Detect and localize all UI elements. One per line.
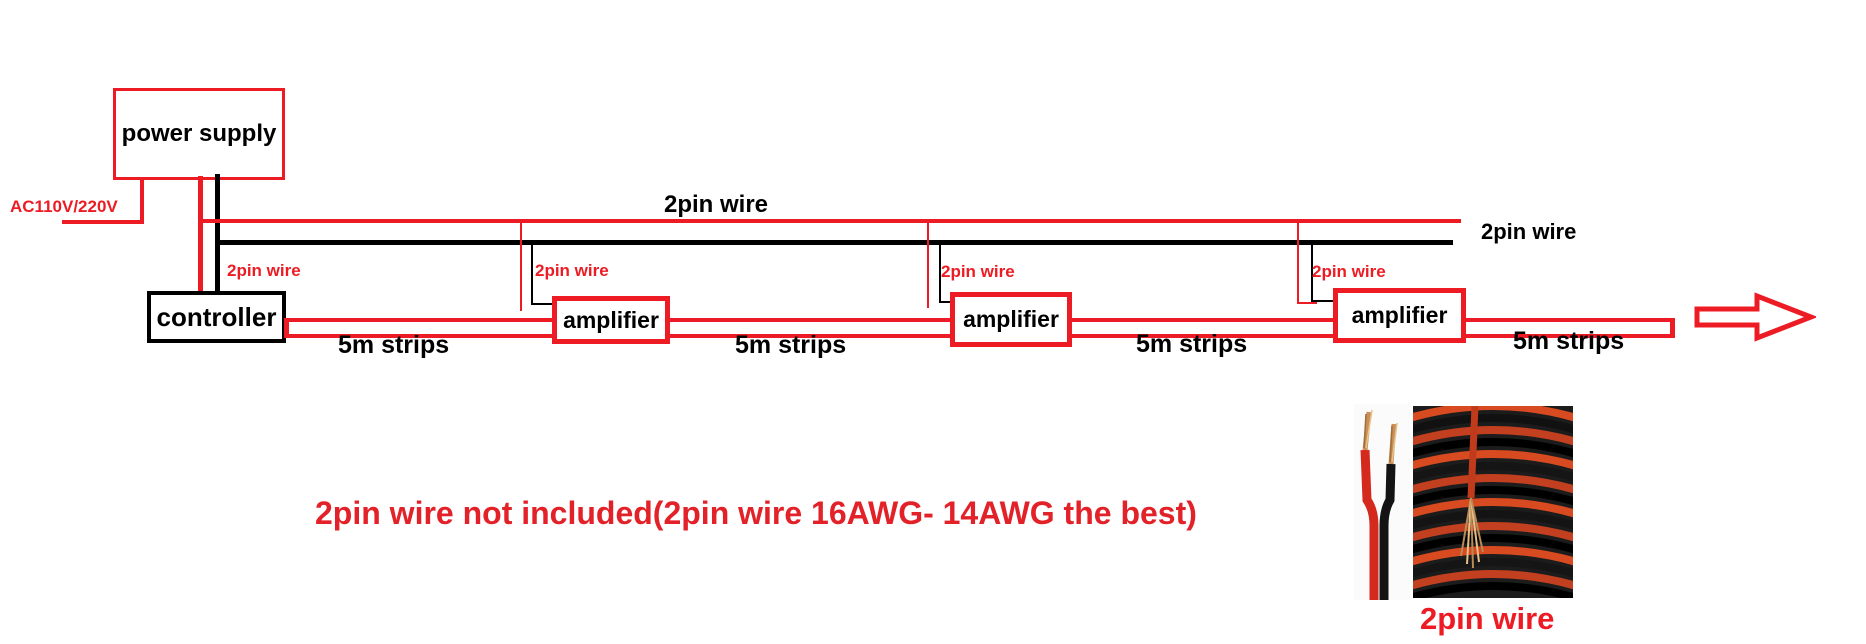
wire-label-right: 2pin wire bbox=[1481, 219, 1577, 244]
amp3-red-drop-wire bbox=[1297, 221, 1299, 304]
drop-wire-label-controller: 2pin wire bbox=[227, 261, 301, 280]
controller-label: controller bbox=[156, 301, 277, 332]
strip-segment-2 bbox=[670, 318, 950, 338]
strip-segment-1 bbox=[284, 318, 557, 338]
strip-label-2: 5m strips bbox=[735, 331, 847, 359]
drop-wire-label-amp3: 2pin wire bbox=[1312, 262, 1386, 281]
strip-segment-4 bbox=[1466, 318, 1675, 338]
flow-arrow-icon bbox=[1694, 292, 1818, 342]
amplifier-box-1: amplifier bbox=[552, 296, 670, 344]
wire-pair-photo bbox=[1354, 404, 1410, 600]
wire-coil-photo bbox=[1413, 406, 1573, 598]
amp1-black-drop-wire bbox=[531, 243, 533, 305]
amplifier-label-1: amplifier bbox=[563, 306, 659, 333]
amp2-black-drop-wire bbox=[939, 243, 941, 303]
ac-input-wire-horizontal bbox=[62, 220, 144, 224]
photo-caption: 2pin wire bbox=[1420, 601, 1555, 636]
amp2-red-drop-wire bbox=[927, 221, 929, 308]
note-text: 2pin wire not included(2pin wire 16AWG- … bbox=[315, 495, 1197, 531]
power-supply-label: power supply bbox=[121, 120, 277, 147]
power-red-lead bbox=[198, 176, 203, 292]
amp2-black-drop-elbow bbox=[939, 301, 950, 303]
amp3-black-drop-elbow bbox=[1311, 300, 1333, 302]
amp3-black-drop-wire bbox=[1311, 243, 1313, 302]
drop-wire-label-amp1: 2pin wire bbox=[535, 261, 609, 280]
amp1-black-drop-elbow bbox=[531, 303, 552, 305]
amp3-red-drop-elbow bbox=[1297, 302, 1317, 304]
ac-input-wire-vertical bbox=[140, 177, 144, 222]
wire-label-top: 2pin wire bbox=[664, 191, 769, 218]
strip-label-3: 5m strips bbox=[1136, 330, 1248, 358]
drop-wire-label-amp2: 2pin wire bbox=[941, 262, 1015, 281]
power-black-lead bbox=[215, 174, 220, 292]
controller-box: controller bbox=[147, 291, 286, 343]
strip-label-4: 5m strips bbox=[1513, 327, 1625, 355]
black-bus-wire bbox=[215, 240, 1453, 245]
amplifier-box-3: amplifier bbox=[1333, 288, 1466, 343]
strip-label-1: 5m strips bbox=[338, 331, 450, 359]
amplifier-label-3: amplifier bbox=[1351, 302, 1448, 328]
red-bus-wire bbox=[198, 219, 1461, 223]
amplifier-label-2: amplifier bbox=[963, 306, 1059, 332]
amp1-red-drop-wire bbox=[520, 221, 522, 311]
power-supply-box: power supply bbox=[113, 88, 285, 180]
amplifier-box-2: amplifier bbox=[950, 292, 1072, 347]
strip-segment-3 bbox=[1072, 318, 1333, 338]
ac-input-label: AC110V/220V bbox=[10, 197, 118, 216]
